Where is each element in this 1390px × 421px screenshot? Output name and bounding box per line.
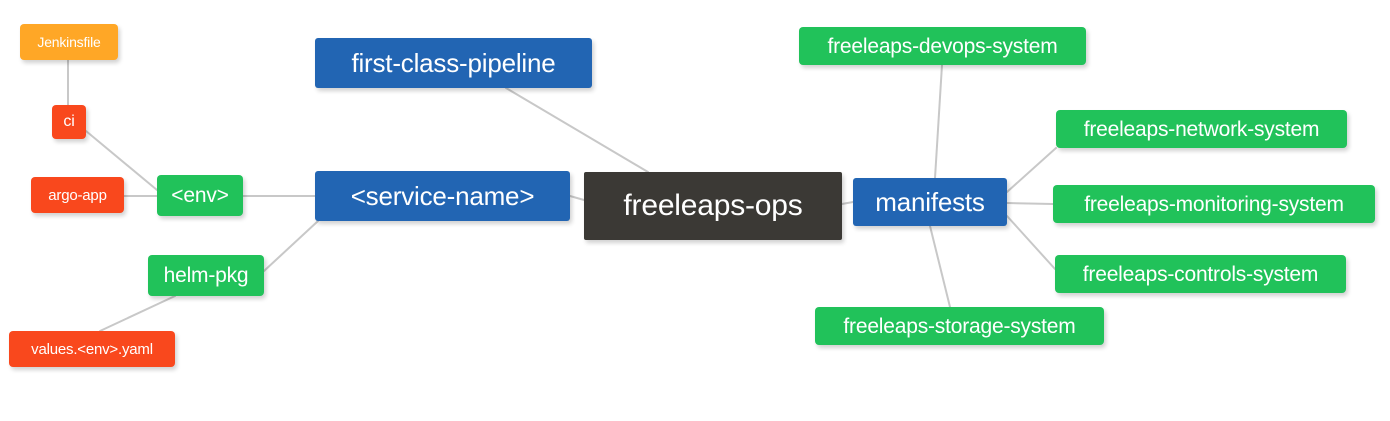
mindmap-node-freeleaps-monitoring-system[interactable]: freeleaps-monitoring-system xyxy=(1053,185,1375,223)
edge-service-name-to-helm-pkg xyxy=(263,220,319,272)
node-label: <service-name> xyxy=(350,181,535,211)
node-label: argo-app xyxy=(48,186,107,204)
mindmap-node-manifests[interactable]: manifests xyxy=(853,178,1007,226)
mindmap-node-jenkinsfile[interactable]: Jenkinsfile xyxy=(20,24,118,60)
node-label: first-class-pipeline xyxy=(351,48,556,78)
node-label: freeleaps-storage-system xyxy=(843,314,1076,338)
node-label: manifests xyxy=(875,187,985,217)
mindmap-node-values-env-yaml[interactable]: values.<env>.yaml xyxy=(9,331,175,367)
mindmap-node-first-class-pipeline[interactable]: first-class-pipeline xyxy=(315,38,592,88)
node-label: freeleaps-devops-system xyxy=(827,34,1058,58)
node-label: values.<env>.yaml xyxy=(31,340,153,358)
edge-manifests-to-freeleaps-monitoring-system xyxy=(1006,202,1054,205)
mindmap-node-env[interactable]: <env> xyxy=(157,175,243,216)
edge-manifests-to-freeleaps-devops-system xyxy=(934,64,943,179)
node-label: freeleaps-network-system xyxy=(1083,117,1320,141)
mindmap-node-freeleaps-devops-system[interactable]: freeleaps-devops-system xyxy=(799,27,1086,65)
node-label: ci xyxy=(63,113,75,130)
mindmap-node-helm-pkg[interactable]: helm-pkg xyxy=(148,255,264,296)
mindmap-node-argo-app[interactable]: argo-app xyxy=(31,177,124,213)
mindmap-node-freeleaps-network-system[interactable]: freeleaps-network-system xyxy=(1056,110,1347,148)
edge-service-name-to-freeleaps-ops xyxy=(569,195,585,201)
edge-manifests-to-freeleaps-controls-system xyxy=(1006,215,1056,270)
node-label: Jenkinsfile xyxy=(37,34,101,50)
node-label: helm-pkg xyxy=(163,264,249,287)
node-label: freeleaps-controls-system xyxy=(1082,262,1319,286)
mindmap-node-ci[interactable]: ci xyxy=(52,105,86,139)
edge-manifests-to-freeleaps-network-system xyxy=(1006,147,1057,193)
node-label: <env> xyxy=(171,184,229,207)
edge-helm-pkg-to-values-env-yaml xyxy=(99,295,176,332)
edge-manifests-to-freeleaps-storage-system xyxy=(929,225,951,308)
mindmap-node-freeleaps-storage-system[interactable]: freeleaps-storage-system xyxy=(815,307,1104,345)
mindmap-node-freeleaps-ops[interactable]: freeleaps-ops xyxy=(584,172,842,240)
mindmap-node-freeleaps-controls-system[interactable]: freeleaps-controls-system xyxy=(1055,255,1346,293)
node-label: freeleaps-ops xyxy=(623,189,803,222)
node-label: freeleaps-monitoring-system xyxy=(1084,192,1344,216)
mindmap-node-service-name[interactable]: <service-name> xyxy=(315,171,570,221)
edge-freeleaps-ops-to-manifests xyxy=(841,201,854,205)
edge-first-class-pipeline-to-freeleaps-ops xyxy=(505,87,649,173)
